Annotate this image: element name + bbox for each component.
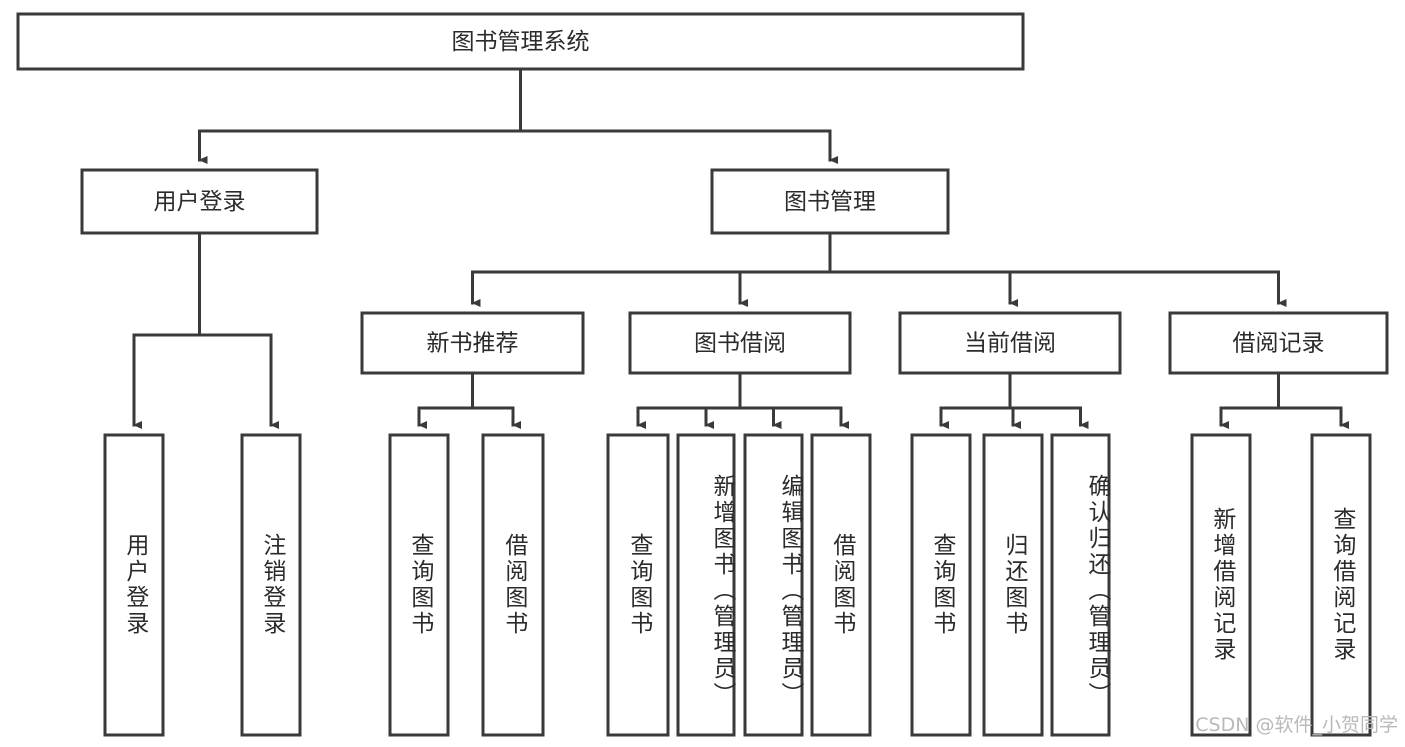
node-box-leaf-add-book[interactable]	[676, 433, 736, 737]
node-box-root[interactable]	[16, 12, 1025, 71]
node-box-book-borrow[interactable]	[628, 311, 852, 375]
node-box-leaf-borrow-book-1[interactable]	[481, 433, 545, 737]
node-box-leaf-query-book-2[interactable]	[606, 433, 670, 737]
node-box-leaf-return-book[interactable]	[982, 433, 1044, 737]
node-label-current-borrow: 当前借阅	[964, 331, 1056, 357]
node-box-book-manage[interactable]	[710, 168, 950, 235]
node-box-leaf-query-book-1[interactable]	[388, 433, 450, 737]
node-box-leaf-add-record[interactable]	[1190, 433, 1252, 737]
edges-layer	[132, 67, 1349, 429]
node-box-user-login[interactable]	[80, 168, 319, 235]
node-box-leaf-query-book-3[interactable]	[910, 433, 972, 737]
node-box-leaf-confirm-return[interactable]	[1050, 433, 1111, 737]
node-label-book-manage: 图书管理	[784, 189, 876, 215]
node-label-root: 图书管理系统	[452, 29, 590, 55]
node-box-borrow-record[interactable]	[1168, 311, 1389, 375]
node-label-book-borrow: 图书借阅	[694, 331, 786, 357]
node-box-current-borrow[interactable]	[898, 311, 1122, 375]
node-box-leaf-user-login[interactable]	[103, 433, 165, 737]
node-label-borrow-record: 借阅记录	[1233, 331, 1325, 357]
node-box-leaf-edit-book[interactable]	[743, 433, 804, 737]
node-box-leaf-borrow-book-2[interactable]	[810, 433, 872, 737]
node-label-user-login: 用户登录	[154, 189, 246, 215]
node-box-leaf-logout[interactable]	[240, 433, 302, 737]
node-box-leaf-query-record[interactable]	[1310, 433, 1372, 737]
node-box-new-book-rec[interactable]	[360, 311, 585, 375]
watermark-label: CSDN @软件_小贺同学	[1195, 714, 1398, 736]
node-label-new-book-rec: 新书推荐	[427, 331, 519, 357]
